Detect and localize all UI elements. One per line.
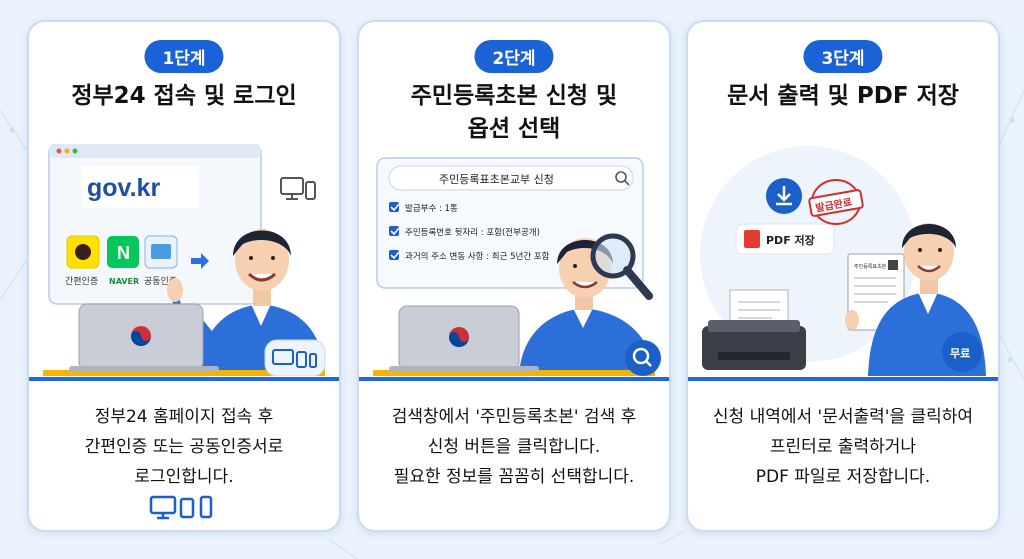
desktop-icon <box>149 495 177 520</box>
step-1-device-icons <box>29 494 339 524</box>
certificate-icon <box>151 244 171 259</box>
printer-illustration <box>702 289 806 370</box>
step-2-desc-line-3: 필요한 정보를 꼼꼼히 선택합니다. <box>393 467 635 487</box>
form-title: 주민등록표초본교부 신청 <box>439 173 554 186</box>
step-3-desc-line-1: 신청 내역에서 '문서출력'을 클릭하여 <box>712 407 974 427</box>
step-2-illustration: 주민등록표초본교부 신청 발급부수 : 1통 주민등록번호 뒷자리 : 포함(전… <box>373 157 661 376</box>
browser-window: gov.kr N 간편인증 NAVER 공동인증 <box>48 144 262 305</box>
search-icon <box>615 171 627 183</box>
step-1-desc-line-3: 로그인합니다. <box>134 467 234 487</box>
checkbox-icon <box>389 250 399 260</box>
step-1-description: 정부24 홈페이지 접속 후 간편인증 또는 공동인증서로 로그인합니다. <box>29 402 339 492</box>
step-1-card: 1단계 정부24 접속 및 로그인 gov.kr N 간편인증 NAVER 공동… <box>27 20 341 532</box>
step-1-badge: 1단계 <box>144 40 224 73</box>
step-2-title-line-1: 주민등록초본 신청 및 <box>410 83 618 109</box>
step-2-description: 검색창에서 '주민등록초본' 검색 후 신청 버튼을 클릭합니다. 필요한 정보… <box>359 402 669 492</box>
arrow-right-icon <box>191 253 209 269</box>
step-2-card: 2단계 주민등록초본 신청 및 옵션 선택 주민등록표초본교부 신청 발급부수 … <box>357 20 671 532</box>
phone-icon <box>199 495 213 519</box>
tablet-icon <box>179 497 195 519</box>
step-2-title: 주민등록초본 신청 및 옵션 선택 <box>359 80 669 146</box>
step-1-divider <box>29 377 339 381</box>
free-badge: 무료 <box>942 332 982 372</box>
gov-kr-logo: gov.kr <box>87 174 160 202</box>
login-option-naver: NAVER <box>109 277 139 286</box>
step-2-desc-line-1: 검색창에서 '주민등록초본' 검색 후 <box>391 407 637 427</box>
laptop-illustration <box>373 305 655 376</box>
step-3-desc-line-2: 프린터로 출력하거나 <box>769 437 917 457</box>
step-3-title: 문서 출력 및 PDF 저장 <box>727 83 959 109</box>
step-3-description: 신청 내역에서 '문서출력'을 클릭하여 프린터로 출력하거나 PDF 파일로 … <box>688 402 998 492</box>
step-1-desc-line-1: 정부24 홈페이지 접속 후 <box>94 407 274 427</box>
step-2-badge: 2단계 <box>474 40 554 73</box>
document-title: 주민등록표초본 <box>854 263 887 270</box>
step-2-desc-line-2: 신청 버튼을 클릭합니다. <box>427 437 601 457</box>
login-option-simple: 간편인증 <box>65 275 98 287</box>
step-1-illustration: gov.kr N 간편인증 NAVER 공동인증 <box>43 144 326 376</box>
pdf-save-label: PDF 저장 <box>766 233 815 247</box>
step-3-desc-line-3: PDF 파일로 저장합니다. <box>755 467 931 487</box>
pdf-icon <box>744 230 760 248</box>
devices-icon <box>280 177 316 200</box>
form-option-2: 주민등록번호 뒷자리 : 포함(전부공개) <box>405 227 540 238</box>
step-2-title-line-2: 옵션 선택 <box>467 116 561 142</box>
download-icon <box>766 178 802 214</box>
magnifier-icon <box>590 233 653 300</box>
free-badge-label: 무료 <box>950 347 970 360</box>
form-option-3: 과거의 주소 변동 사항 : 최근 5년간 포함 <box>405 251 550 262</box>
issued-stamp: 발급완료 <box>808 179 864 225</box>
naver-icon: N <box>117 243 130 263</box>
devices-badge <box>264 339 326 376</box>
pdf-save-button[interactable]: PDF 저장 <box>735 223 835 255</box>
step-1-title: 정부24 접속 및 로그인 <box>71 83 297 109</box>
step-3-illustration: PDF 저장 발급완료 주민등록표초본 <box>700 146 986 376</box>
form-option-1: 발급부수 : 1통 <box>405 203 458 214</box>
step-3-card: 3단계 문서 출력 및 PDF 저장 PDF 저장 발급완료 주민등록표초본 <box>686 20 1000 532</box>
step-3-badge: 3단계 <box>803 40 883 73</box>
step-1-desc-line-2: 간편인증 또는 공동인증서로 <box>84 437 284 457</box>
laptop-illustration <box>43 303 325 376</box>
step-3-divider <box>688 377 998 381</box>
login-option-cert: 공동인증 <box>144 276 177 287</box>
person-illustration <box>167 229 325 376</box>
checkbox-icon <box>389 202 399 212</box>
search-badge <box>625 340 661 376</box>
checkbox-icon <box>389 226 399 236</box>
kakao-icon <box>75 244 91 260</box>
step-2-divider <box>359 377 669 381</box>
